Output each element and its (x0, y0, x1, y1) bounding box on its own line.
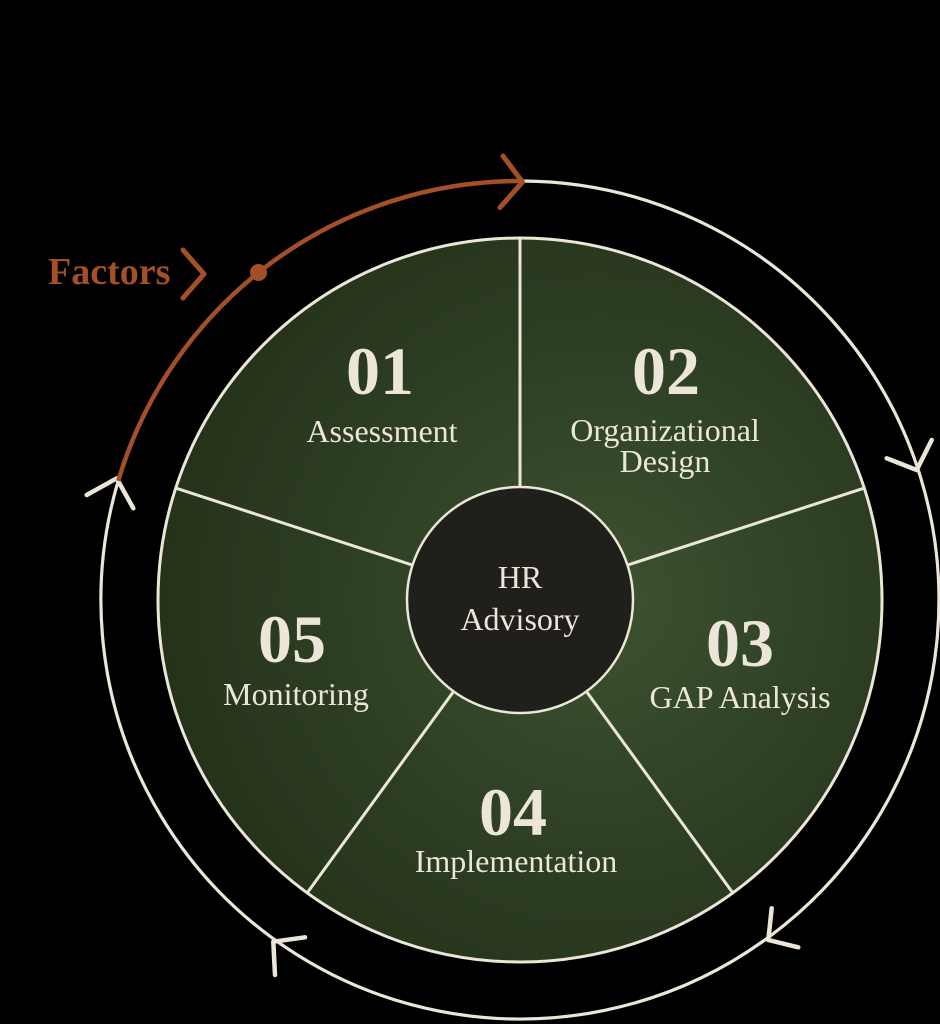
segment-label: Assessment (306, 413, 457, 449)
factors-chevron-icon (180, 247, 207, 301)
segment-number: 05 (258, 601, 326, 677)
segment-divider-bottom-left (305, 689, 456, 894)
cycle-arrowhead-bottom-right-icon (766, 906, 801, 950)
segment-number: 02 (632, 333, 700, 409)
segment-label: Implementation (415, 843, 618, 879)
segment-number: 04 (479, 774, 547, 850)
segment-label: GAP Analysis (649, 679, 830, 715)
factors-arc (116, 178, 523, 482)
segment-divider-left (175, 486, 414, 567)
segment-03-gap-analysis: 03 GAP Analysis (649, 605, 830, 715)
segment-04-implementation: 04 Implementation (415, 774, 618, 879)
segment-02-organizational-design: 02 Organizational Design (570, 333, 760, 479)
factors-arrowhead-icon (497, 153, 525, 210)
segment-label: Design (620, 443, 711, 479)
hub-circle (405, 485, 635, 715)
segment-number: 01 (346, 333, 414, 409)
segment-05-monitoring: 05 Monitoring (223, 601, 369, 712)
hub-label-line1: HR (498, 559, 543, 595)
factors-label: Factors (48, 251, 170, 293)
segment-number: 03 (706, 605, 774, 681)
segment-label: Organizational (570, 412, 760, 448)
segment-label: Monitoring (223, 676, 369, 712)
segment-divider-bottom-right (584, 689, 735, 894)
factors-dot (250, 264, 267, 281)
cycle-arrowhead-right-icon (884, 437, 934, 473)
hub-label-line2: Advisory (460, 601, 579, 637)
segment-divider-right (626, 486, 865, 567)
segment-01-assessment: 01 Assessment (306, 333, 457, 449)
cycle-arrowhead-bottom-left-icon (271, 935, 308, 978)
